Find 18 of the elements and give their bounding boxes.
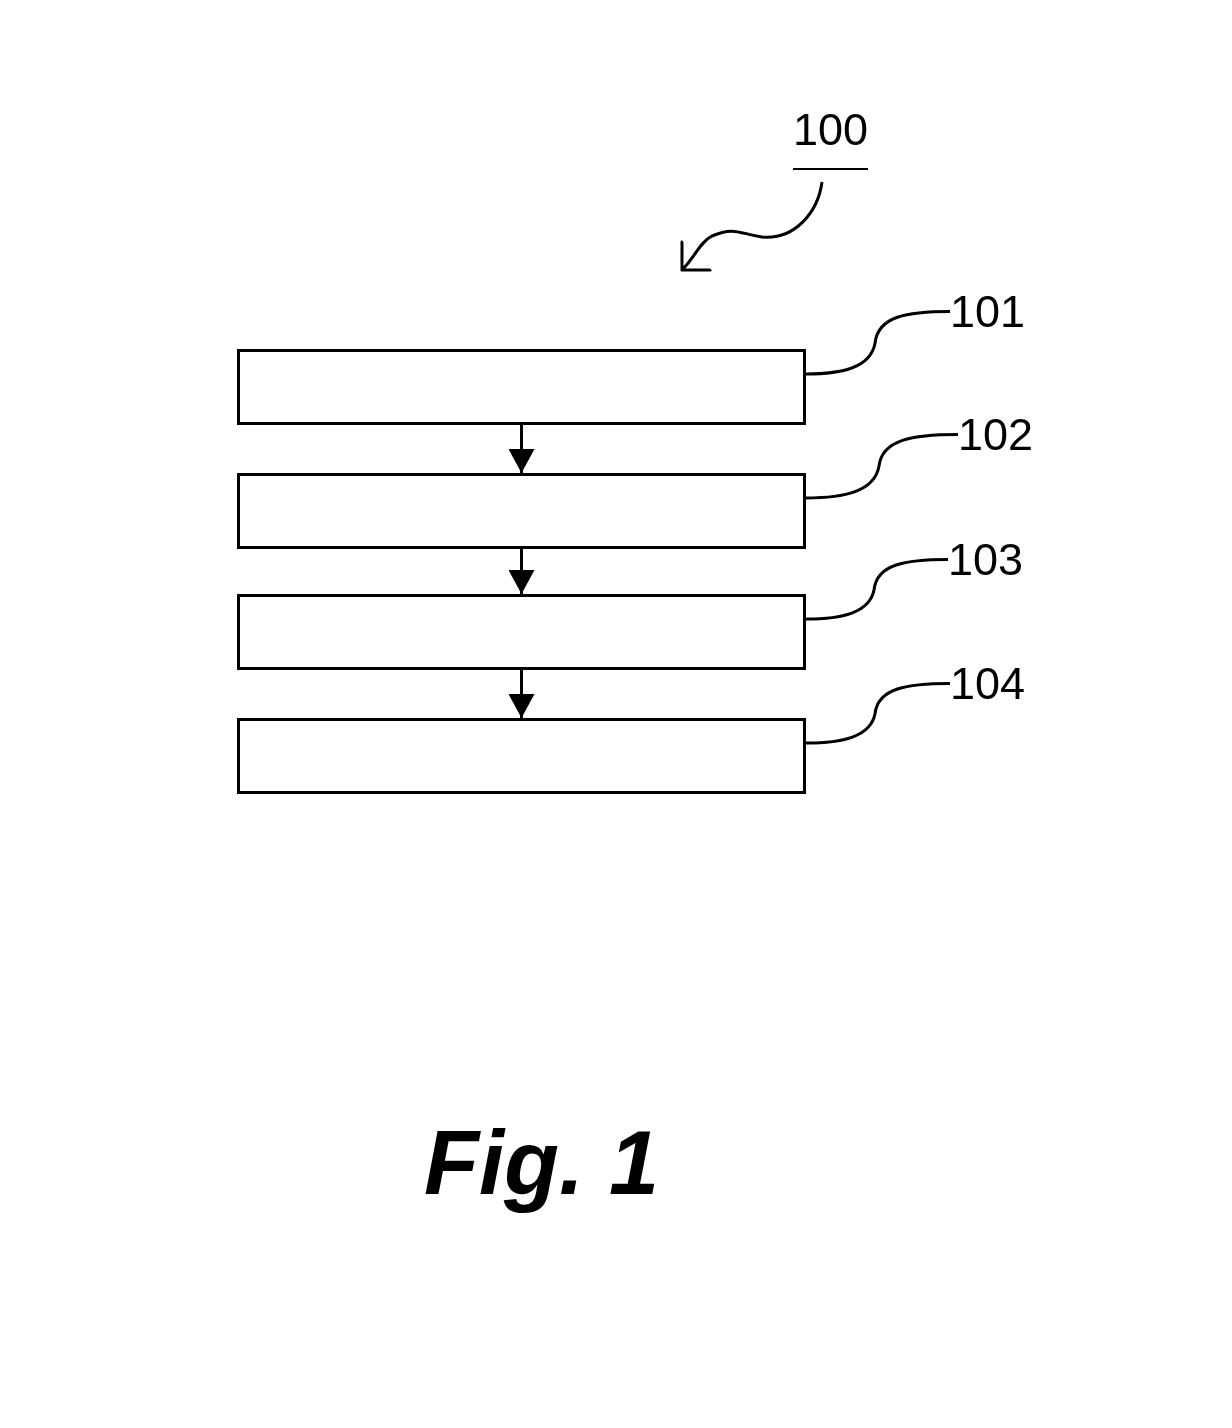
leader-arrow <box>679 181 824 272</box>
arrow <box>508 425 535 473</box>
arrow <box>508 670 535 718</box>
callout-number: 102 <box>958 412 1034 457</box>
leader-line <box>805 433 958 500</box>
callout-number: 101 <box>950 289 1026 334</box>
callout-number: 100 <box>793 107 869 170</box>
rectangle-block <box>237 594 806 670</box>
leader-line <box>805 682 950 745</box>
rectangle-block <box>237 718 806 794</box>
callout-number: 103 <box>948 537 1024 582</box>
arrow <box>508 549 535 594</box>
rectangle-block <box>237 473 806 549</box>
callout-number: 104 <box>950 661 1026 706</box>
rectangle-block <box>237 349 806 425</box>
leader-line <box>806 558 948 621</box>
leader-line <box>805 310 950 376</box>
figure-caption: Fig. 1 <box>423 1112 661 1215</box>
